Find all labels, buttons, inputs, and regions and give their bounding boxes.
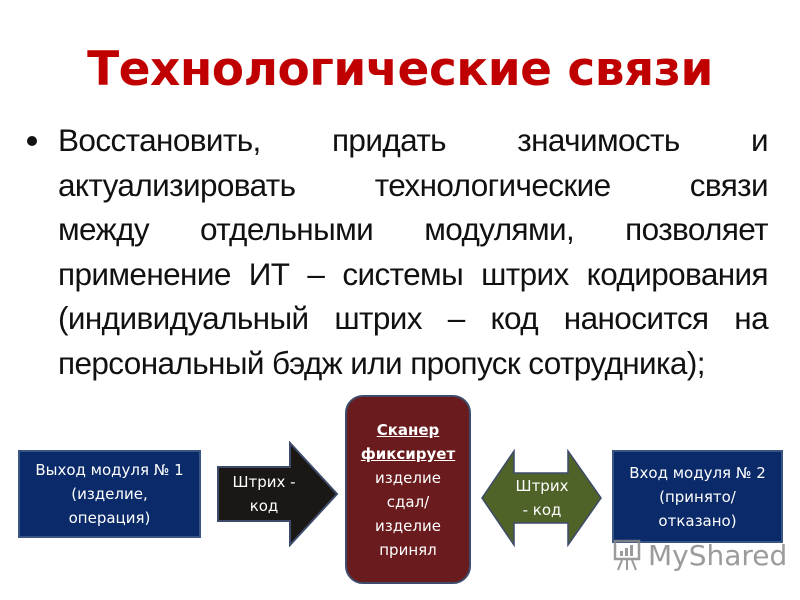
output-module-line: операция) bbox=[68, 509, 151, 527]
right-arrow-label: Штрих - код bbox=[222, 470, 306, 518]
arrow-label-line: Штрих - bbox=[232, 473, 296, 491]
scanner-line: изделие bbox=[375, 517, 441, 535]
input-module-line: Вход модуля № 2 bbox=[629, 463, 766, 482]
bullet-paragraph: Восстановить, придать значимость и актуа… bbox=[58, 118, 769, 385]
bullet-line: актуализировать технологические связи bbox=[58, 166, 769, 203]
input-module-line: отказано) bbox=[658, 511, 737, 530]
arrow-label-line: код bbox=[249, 497, 279, 515]
scanner-heading: фиксирует bbox=[360, 445, 456, 463]
output-module-box: Выход модуля № 1 (изделие, операция) bbox=[18, 450, 201, 538]
slide-title: Технологические связи bbox=[87, 42, 713, 97]
right-arrow-icon bbox=[217, 441, 339, 547]
bullet-line: между отдельными модулями, позволяет bbox=[58, 211, 769, 247]
scanner-heading: Сканер bbox=[376, 421, 440, 439]
bullet-line: Восстановить, придать значимость и bbox=[58, 122, 769, 158]
scanner-line: сдал/ bbox=[386, 493, 430, 511]
double-arrow-label: Штрих - код bbox=[500, 474, 584, 522]
output-module-line: Выход модуля № 1 bbox=[35, 461, 184, 479]
arrow-label-line: Штрих bbox=[515, 477, 569, 495]
scanner-box: Сканер фиксирует изделие сдал/ изделие п… bbox=[345, 395, 471, 584]
watermark-text: MyShared bbox=[648, 538, 788, 572]
presentation-chart-icon bbox=[613, 539, 641, 571]
bullet-line: (индивидуальный штрих – код наносится на bbox=[58, 300, 769, 336]
bullet-line: применение ИТ – системы штрих кодировани… bbox=[58, 255, 769, 292]
watermark: MyShared bbox=[612, 537, 787, 573]
scanner-line: принял bbox=[379, 541, 437, 559]
input-module-box: Вход модуля № 2 (принято/ отказано) bbox=[612, 450, 783, 543]
output-module-line: (изделие, bbox=[71, 485, 148, 503]
input-module-line: (принято/ bbox=[659, 487, 736, 506]
bullet-icon bbox=[27, 136, 37, 146]
double-arrow-icon bbox=[481, 449, 602, 547]
arrow-label-line: - код bbox=[522, 501, 562, 519]
bullet-line: персональный бэдж или пропуск сотрудника… bbox=[58, 344, 705, 381]
scanner-line: изделие bbox=[375, 469, 441, 487]
